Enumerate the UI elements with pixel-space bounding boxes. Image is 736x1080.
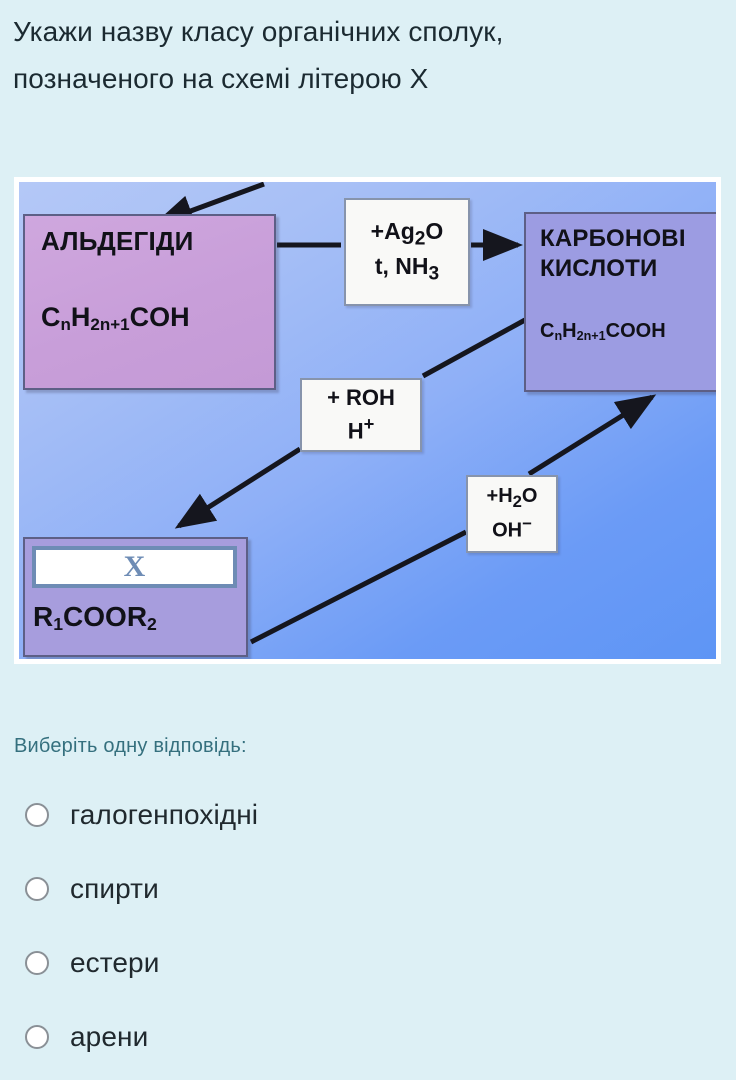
question-text: Укажи назву класу органічних сполук, поз…	[13, 16, 504, 94]
option-label-1[interactable]: спирти	[70, 873, 159, 904]
option-row-0[interactable]: галогенпохідні	[14, 778, 714, 852]
reagent-roh-line2: H+	[347, 413, 375, 444]
radio-button-0[interactable]	[25, 803, 49, 827]
arrow-ester-to-h2o	[249, 529, 468, 645]
radio-button-3[interactable]	[25, 1025, 49, 1049]
reagent-ag2o-line2: t, NH3	[374, 253, 440, 285]
reagent-box-h2o: +H2O OH−	[466, 475, 558, 553]
answer-options-list: галогенпохідні спирти естери арени	[14, 778, 714, 1074]
node-aldehydes-title: АЛЬДЕГІДИ	[41, 226, 194, 256]
reagent-box-roh: + ROH H+	[300, 378, 422, 452]
node-unknown-x: X R1COOR2	[23, 537, 248, 657]
node-unknown-formula: R1COOR2	[33, 601, 157, 634]
option-label-2[interactable]: естери	[70, 947, 160, 978]
unknown-x-letter: X	[123, 550, 146, 583]
reagent-h2o-line2: OH−	[492, 513, 532, 542]
unknown-x-label-box: X	[32, 546, 237, 588]
node-acids-title-line1: КАРБОНОВІ	[540, 225, 686, 252]
node-carboxylic-acids: КАРБОНОВІ КИСЛОТИ CnH2n+1COOH	[524, 212, 716, 392]
node-aldehydes-formula: CnH2n+1COH	[41, 302, 190, 334]
option-row-2[interactable]: естери	[14, 926, 714, 1000]
option-label-3[interactable]: арени	[70, 1021, 149, 1052]
reagent-roh-line1: + ROH	[327, 385, 395, 411]
arrow-acids-to-roh	[421, 317, 527, 379]
arrow-roh-to-ester	[174, 446, 302, 529]
reagent-box-ag2o: +Ag2O t, NH3	[344, 198, 470, 306]
reagent-ag2o-line1: +Ag2O	[370, 217, 444, 250]
reaction-scheme-figure: АЛЬДЕГІДИ CnH2n+1COH КАРБОНОВІ КИСЛОТИ C…	[14, 177, 721, 664]
reaction-scheme-canvas: АЛЬДЕГІДИ CnH2n+1COH КАРБОНОВІ КИСЛОТИ C…	[19, 182, 716, 659]
arrow-h2o-to-acids	[527, 394, 657, 477]
radio-button-1[interactable]	[25, 877, 49, 901]
radio-button-2[interactable]	[25, 951, 49, 975]
option-label-0[interactable]: галогенпохідні	[70, 799, 259, 830]
option-row-3[interactable]: арени	[14, 1000, 714, 1074]
option-row-1[interactable]: спирти	[14, 852, 714, 926]
reagent-h2o-line1: +H2O	[486, 485, 538, 512]
node-acids-title-line2: КИСЛОТИ	[540, 255, 658, 282]
node-acids-formula: CnH2n+1COOH	[540, 320, 666, 343]
node-aldehydes: АЛЬДЕГІДИ CnH2n+1COH	[23, 214, 276, 390]
answer-prompt: Виберіть одну відповідь:	[14, 735, 247, 757]
